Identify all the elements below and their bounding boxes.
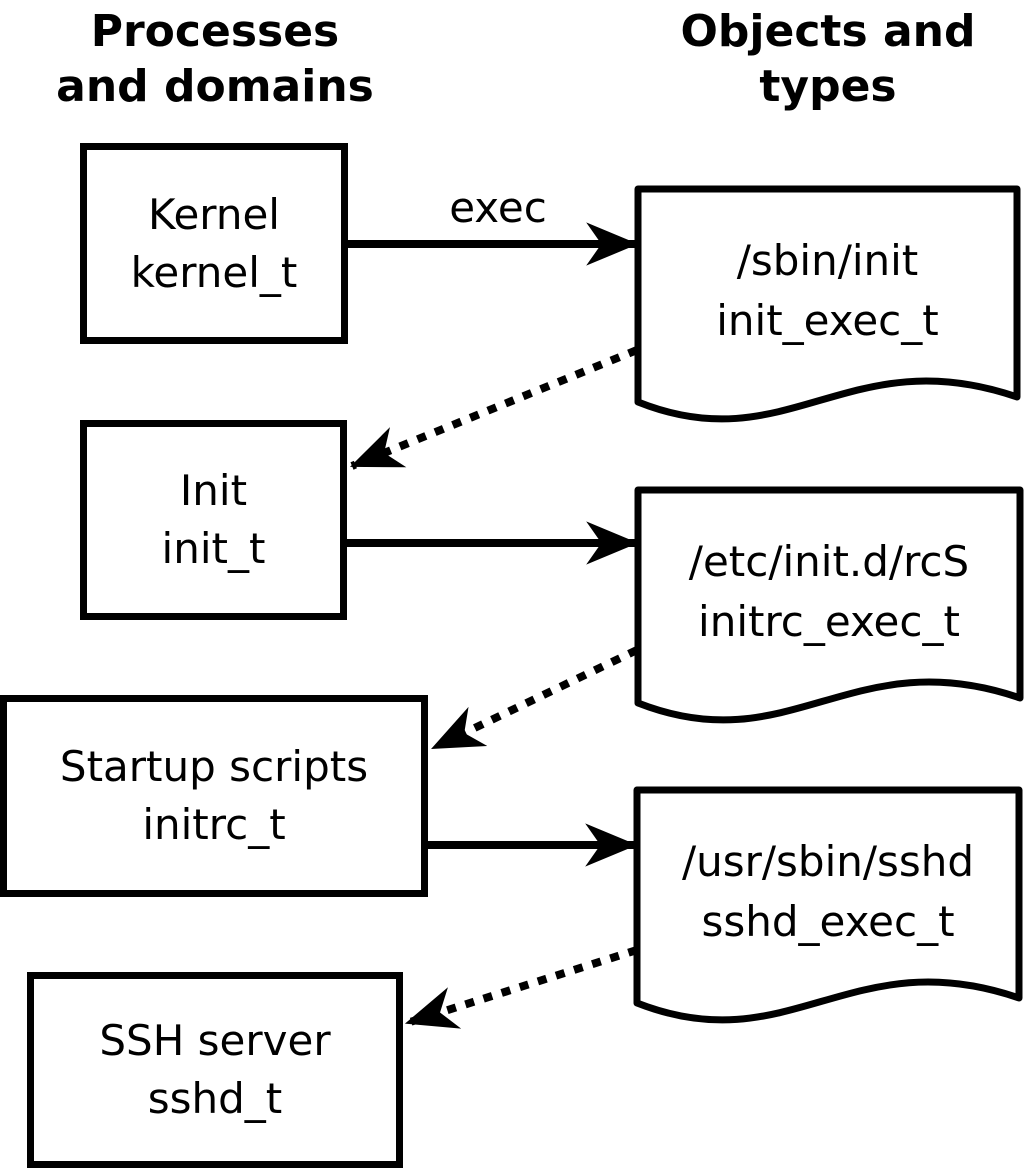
process-domain: init_t	[161, 524, 266, 573]
heading-line: types	[759, 61, 897, 112]
object-type: initrc_exec_t	[698, 596, 960, 646]
object-path: /sbin/init	[736, 235, 919, 285]
column-heading-objects: Objects and types	[636, 4, 1020, 114]
process-name: Startup scripts	[59, 742, 369, 791]
object-path: /etc/init.d/rcS	[688, 536, 970, 586]
object-label-etc-initd-rcs: /etc/init.d/rcS initrc_exec_t	[638, 494, 1020, 689]
process-box-init: Init init_t	[80, 420, 347, 620]
process-box-kernel: Kernel kernel_t	[80, 143, 348, 344]
dotted-arrow-sshd-exec-to-sshd	[404, 946, 639, 1029]
process-domain: initrc_t	[142, 800, 286, 849]
exec-arrow-label: exec	[449, 183, 547, 232]
process-box-ssh-server: SSH server sshd_t	[27, 972, 403, 1168]
dotted-arrow-initrc-exec-to-initrc	[431, 646, 639, 752]
heading-line: Processes	[90, 6, 340, 57]
heading-line: and domains	[56, 61, 374, 112]
heading-line: Objects and	[680, 6, 976, 57]
object-type: init_exec_t	[716, 295, 939, 345]
column-heading-processes: Processes and domains	[20, 4, 410, 114]
object-type: sshd_exec_t	[701, 896, 955, 946]
object-label-usr-sbin-sshd: /usr/sbin/sshd sshd_exec_t	[637, 794, 1019, 989]
process-domain: sshd_t	[147, 1074, 283, 1123]
process-name: SSH server	[99, 1016, 331, 1065]
process-name: Init	[179, 466, 248, 515]
dotted-arrow-init-exec-to-init	[349, 346, 639, 470]
object-label-sbin-init: /sbin/init init_exec_t	[638, 193, 1017, 388]
process-name: Kernel	[148, 189, 280, 239]
process-domain: kernel_t	[130, 247, 298, 297]
process-box-startup-scripts: Startup scripts initrc_t	[0, 695, 428, 897]
object-path: /usr/sbin/sshd	[681, 836, 975, 886]
